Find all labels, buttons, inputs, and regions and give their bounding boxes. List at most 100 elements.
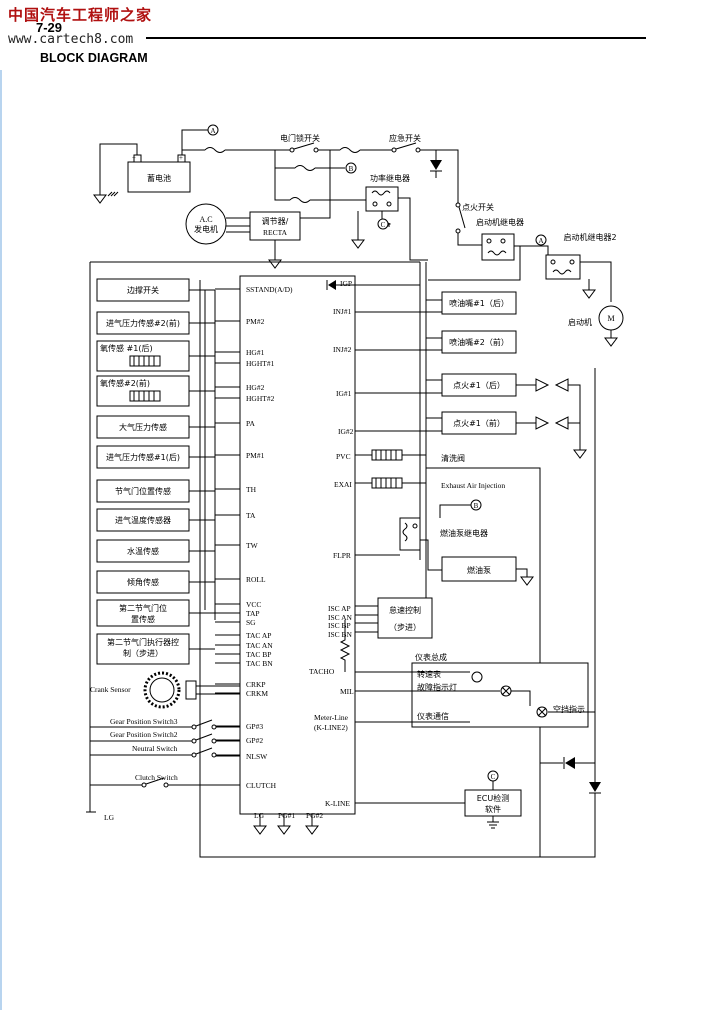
ignition-out — [457, 233, 482, 246]
starter-label: 启动机 — [568, 317, 592, 327]
ecu-pin-left: CRKM — [246, 689, 268, 698]
node-c-label: C — [381, 221, 386, 229]
fuel-relay-contact — [412, 523, 418, 529]
emergency-contact-a — [391, 147, 397, 153]
heater-coil-box — [129, 355, 161, 367]
ecu-pin-right: ISC BP — [328, 621, 351, 630]
injector-1-label: 喷油嘴#1（后） — [449, 298, 509, 308]
mil-label: 故障指示灯 — [417, 682, 457, 692]
ecu-pin-left: PG#2 — [306, 811, 323, 820]
ecu-pin-left: SG — [246, 618, 256, 627]
gear-switch-3-contact-a — [191, 724, 197, 730]
gear-switch-3-blade — [195, 719, 213, 727]
diode-3-out — [540, 793, 596, 858]
left-sensor-box — [96, 599, 190, 627]
main-switch-label: 电门锁开关 — [280, 133, 320, 143]
ignition-switch-label: 点火开关 — [462, 202, 494, 212]
fuel-pump-label: 燃油泵 — [467, 565, 491, 575]
fuel-pump-box — [441, 556, 517, 582]
gear-switch-2-contact-b — [211, 738, 217, 744]
fuse-4-icon — [289, 197, 311, 203]
header-rule — [146, 37, 646, 39]
starter-relay-contact-b — [500, 238, 506, 244]
neutral-lamp-label: 空挡指示 — [553, 704, 585, 714]
ecu-pin-left: GP#3 — [246, 722, 263, 731]
ecu-check-label-2: 软件 — [485, 804, 501, 814]
fuel-relay-wires — [355, 539, 442, 571]
left-sensor-label: 第二节气门执行器控 — [107, 637, 179, 647]
meter-group-label: 仪表总成 — [415, 652, 447, 662]
ecu-pin-left: SSTAND(A/D) — [246, 285, 293, 294]
ignition-power-wires — [426, 379, 442, 419]
ecu-pin-left: NLSW — [246, 752, 268, 761]
clutch-switch-blade — [145, 777, 165, 785]
idle-control-label-1: 怠速控制 — [389, 605, 421, 615]
power-relay-box — [365, 186, 399, 212]
left-sensor-label: 倾角传感 — [127, 577, 159, 587]
crank-sensor-label: Crank Sensor — [90, 685, 131, 694]
injector-2-label: 喷油嘴#2（前） — [449, 337, 509, 347]
left-sensor-label: 氧传感#2(前) — [100, 378, 150, 388]
diode-3-icon — [589, 782, 601, 792]
left-sensor-label: 制（步进） — [123, 648, 163, 658]
ecu-pin-left: TAC BP — [246, 650, 271, 659]
purge-valve-label: 清洗阀 — [441, 453, 465, 463]
node-a-label: A — [210, 127, 215, 135]
site-logo: 中国汽车工程师之家 — [8, 6, 153, 24]
starter-relay2-contact-b — [569, 259, 575, 265]
left-sensor-label: 水温传感 — [127, 546, 159, 556]
ignition-1-label: 点火#1（后） — [453, 380, 505, 390]
ecu-pin-right: ISC AN — [328, 613, 353, 622]
site-url[interactable]: www.cartech8.com — [8, 32, 134, 47]
ecu-pin-right: ISC BN — [328, 630, 353, 639]
spark-ground-wire — [568, 384, 581, 450]
ecu: SSTAND(A/D)PM#2HG#1HGHT#1HG#2HGHT#2PAPM#… — [215, 275, 356, 820]
ecu-pin-right: FLPR — [333, 551, 351, 560]
page-number: 7-29 — [36, 20, 63, 35]
neutral-lamp-cross — [537, 707, 547, 717]
starter-relay2-out — [580, 261, 612, 302]
starter-relay-box — [481, 233, 515, 261]
exai-label: Exhaust Air Injection — [441, 481, 505, 490]
starter-relay2-ground-icon — [582, 289, 596, 299]
ecu-pin-left: PM#2 — [246, 317, 265, 326]
main-switch-contact-a — [289, 147, 295, 153]
power-section: 蓄电池 − + A 电门锁开关 应急开关 — [93, 124, 624, 347]
battery-label: 蓄电池 — [147, 173, 171, 183]
ecu-pin-right: EXAI — [334, 480, 352, 489]
idle-control-wires — [355, 605, 378, 633]
branch-to-relay — [274, 150, 290, 201]
ecu-pin-right: K-LINE — [325, 799, 350, 808]
ecu-pin-left: TAP — [246, 609, 260, 618]
regulator-out — [300, 150, 331, 219]
starter-relay2-label: 启动机继电器2 — [563, 232, 616, 242]
starter-relay2-contact-a — [550, 259, 556, 265]
ecu-pin-left: HG#2 — [246, 383, 265, 392]
ecu-pin-left: TAC AN — [246, 641, 273, 650]
alternator-icon — [185, 203, 227, 245]
node-b-top — [345, 162, 357, 174]
crank-sensor-inner — [149, 677, 175, 703]
right-side: 喷油嘴#1（后） 喷油嘴#2（前） 点火#1（后） 点火#1（前） 清洗阀 Ex… — [326, 262, 601, 858]
lg-label: LG — [104, 813, 115, 822]
gear-switch-3-contact-b — [211, 724, 217, 730]
idle-control-label-2: （步进） — [389, 623, 421, 632]
ecu-box — [239, 275, 356, 815]
left-sensor-label: 进气压力传感#1(后) — [106, 452, 180, 462]
ecu-pin-right: Meter-Line — [314, 713, 349, 722]
starter-ground-icon — [604, 337, 618, 347]
gear-switch-2-contact-a — [191, 738, 197, 744]
tachometer-label: 转速表 — [417, 669, 441, 679]
alternator-label-2: 发电机 — [194, 224, 218, 234]
main-switch-contact-b — [313, 147, 319, 153]
ecu-check-label-1: ECU检测 — [477, 793, 510, 803]
battery-pos-sign: + — [179, 154, 183, 162]
ecu-check-box — [464, 789, 522, 817]
ignition-switch-blade — [458, 206, 466, 229]
left-sensor-label: 进气温度传感器 — [115, 515, 171, 525]
exai-coil-icon — [375, 478, 397, 488]
power-relay-coil-icon — [371, 190, 391, 196]
spark-plug-1-icon — [535, 378, 569, 392]
starter-relay-coil-icon — [487, 250, 507, 256]
page-title: BLOCK DIAGRAM — [40, 51, 148, 65]
